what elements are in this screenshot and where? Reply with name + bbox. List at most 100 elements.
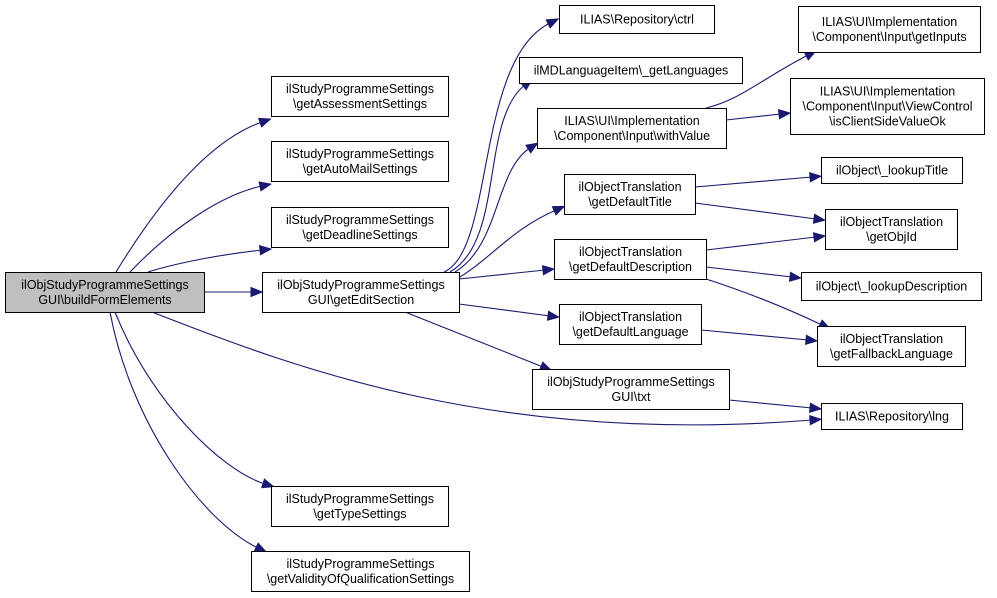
node-box [271, 207, 449, 248]
edge-line [694, 202, 817, 220]
edge-line [115, 121, 263, 273]
node-box [825, 209, 958, 250]
edge-edit-to-ctrl [443, 18, 560, 273]
edge-line [458, 303, 551, 317]
node-objid[interactable]: ilObjectTranslation\getObjId [825, 209, 958, 250]
edge-txt-to-lng [728, 399, 823, 413]
node-getinputs[interactable]: ILIAS\UI\Implementation\Component\Input\… [798, 6, 981, 53]
node-label-line: ilObjectTranslation [579, 310, 682, 324]
node-label-line: \Component\Input\ViewControl [802, 100, 972, 114]
node-defdesc[interactable]: ilObjectTranslation\getDefaultDescriptio… [554, 239, 707, 280]
edge-edit-to-deftitle [454, 205, 566, 281]
node-box [817, 326, 966, 367]
node-box [798, 6, 981, 53]
edge-edit-to-defdesc [458, 265, 556, 280]
nodes: ilObjStudyProgrammeSettingsGUI\buildForm… [5, 5, 985, 592]
node-label-line: \isClientSideValueOk [829, 115, 946, 129]
node-deflang[interactable]: ilObjectTranslation\getDefaultLanguage [559, 304, 702, 345]
edge-root-to-validity [109, 311, 268, 553]
edge-defdesc-to-lookupdesc [705, 266, 803, 282]
edge-line [705, 236, 817, 251]
node-box [559, 304, 702, 345]
node-label-line: ilStudyProgrammeSettings [286, 213, 434, 227]
edge-line [705, 54, 809, 109]
node-label-line: ilObject\_lookupDescription [816, 280, 968, 294]
edge-edit-to-txt [404, 311, 553, 371]
node-ctrl[interactable]: ILIAS\Repository\ctrl [559, 5, 715, 34]
edge-line [705, 266, 793, 278]
node-box [532, 369, 730, 410]
edge-line [728, 399, 813, 409]
arrowhead-icon [812, 213, 827, 224]
edge-edit-to-withvalue [454, 142, 539, 273]
node-withvalue[interactable]: ILIAS\UI\Implementation\Component\Input\… [537, 108, 727, 149]
node-langs[interactable]: ilMDLanguageItem\_getLanguages [519, 57, 743, 84]
edge-root-to-type [114, 311, 275, 489]
node-type[interactable]: ilStudyProgrammeSettings\getTypeSettings [271, 486, 449, 527]
node-label-line: \getDeadlineSettings [302, 228, 417, 242]
edge-line [147, 249, 263, 273]
arrowhead-icon [545, 18, 560, 29]
edge-deftitle-to-objid [694, 202, 827, 224]
node-edit[interactable]: ilObjStudyProgrammeSettingsGUI\getEditSe… [262, 272, 460, 313]
node-root[interactable]: ilObjStudyProgrammeSettingsGUI\buildForm… [5, 272, 205, 313]
node-label-line: \getDefaultTitle [588, 195, 672, 209]
node-label-line: ilObject\_lookupTitle [836, 164, 948, 178]
node-clientside[interactable]: ILIAS\UI\Implementation\Component\Input\… [790, 78, 985, 135]
edge-root-to-deadline [147, 245, 273, 273]
node-box [564, 174, 696, 215]
edge-line [449, 84, 526, 273]
arrowhead-icon [788, 271, 803, 282]
node-lookuptitle[interactable]: ilObject\_lookupTitle [821, 157, 963, 184]
node-label-line: \Component\Input\withValue [554, 129, 710, 143]
edge-root-to-edit [204, 286, 264, 298]
arrowhead-icon [258, 181, 273, 192]
node-assess[interactable]: ilStudyProgrammeSettings\getAssessmentSe… [271, 76, 449, 117]
arrowhead-icon [809, 402, 823, 413]
node-lng[interactable]: ILIAS\Repository\lng [821, 403, 963, 430]
arrowhead-icon [812, 232, 827, 243]
arrowhead-icon [546, 310, 561, 321]
edge-line [109, 311, 259, 549]
arrowhead-icon [261, 478, 275, 489]
node-label-line: ilObjectTranslation [840, 215, 943, 229]
node-deadline[interactable]: ilStudyProgrammeSettings\getDeadlineSett… [271, 207, 449, 248]
edge-line [700, 329, 809, 341]
edge-line [443, 22, 551, 273]
edge-line [694, 176, 813, 188]
arrowhead-icon [541, 265, 556, 276]
node-label-line: ilStudyProgrammeSettings [287, 557, 435, 571]
node-box [262, 272, 460, 313]
node-box [790, 78, 985, 135]
node-label-line: ilObjectTranslation [578, 180, 681, 194]
node-deftitle[interactable]: ilObjectTranslation\getDefaultTitle [564, 174, 696, 215]
arrowhead-icon [805, 334, 819, 345]
node-label-line: ilStudyProgrammeSettings [286, 492, 434, 506]
node-label-line: GUI\getEditSection [308, 293, 414, 307]
node-fallback[interactable]: ilObjectTranslation\getFallbackLanguage [817, 326, 966, 367]
arrowhead-icon [777, 109, 792, 120]
node-label-line: ilObjStudyProgrammeSettings [277, 278, 444, 292]
node-lookupdesc[interactable]: ilObject\_lookupDescription [801, 272, 982, 301]
edge-line [454, 147, 531, 273]
edge-deflang-to-fallback [700, 329, 819, 345]
node-label-line: ilStudyProgrammeSettings [286, 147, 434, 161]
node-box [801, 272, 982, 301]
node-box [821, 157, 963, 184]
edge-root-to-lng [151, 311, 823, 426]
node-box [821, 403, 963, 430]
edge-line [454, 209, 557, 281]
edge-line [458, 269, 546, 280]
edge-line [404, 311, 544, 368]
arrowhead-icon [253, 542, 268, 553]
node-label-line: ilObjStudyProgrammeSettings [21, 278, 188, 292]
node-label-line: \getAutoMailSettings [303, 162, 418, 176]
node-label-line: \getValidityOfQualificationSettings [267, 572, 454, 586]
node-label-line: \getDefaultDescription [569, 260, 692, 274]
node-validity[interactable]: ilStudyProgrammeSettings\getValidityOfQu… [251, 551, 470, 592]
arrowhead-icon [525, 142, 539, 154]
node-automail[interactable]: ilStudyProgrammeSettings\getAutoMailSett… [271, 141, 449, 182]
node-box [271, 486, 449, 527]
